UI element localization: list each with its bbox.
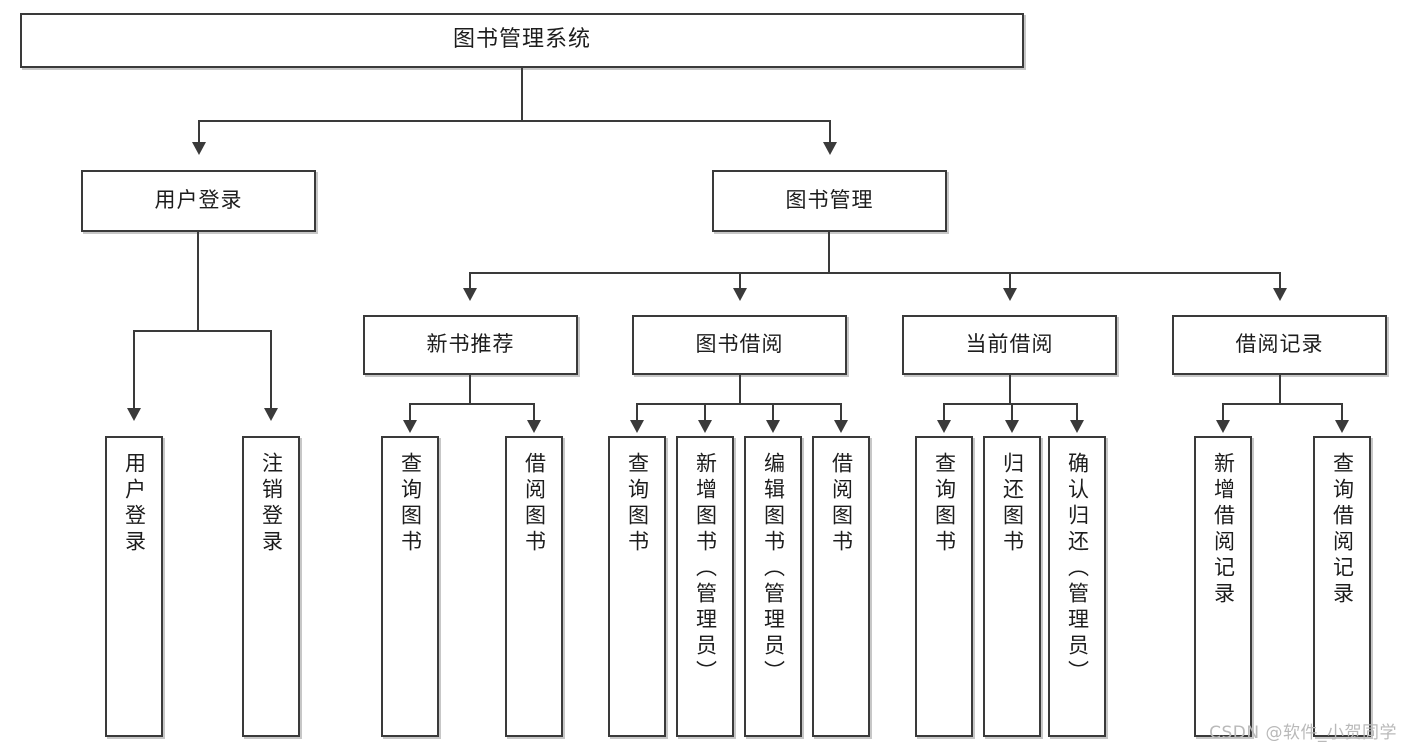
leaf-edit-book-label: 编辑图书（管理员） bbox=[761, 452, 786, 686]
connector-root-to-user-login bbox=[198, 120, 200, 145]
connector-book-manage-bus bbox=[469, 272, 1280, 274]
connector-cb-stem bbox=[1009, 375, 1011, 404]
leaf-user-login[interactable]: 用户登录 bbox=[105, 436, 163, 737]
connector-bb-c1 bbox=[636, 403, 638, 422]
connector-to-current-borrow bbox=[1009, 272, 1011, 289]
connector-cb-c1 bbox=[943, 403, 945, 422]
connector-nbr-left bbox=[409, 403, 411, 422]
leaf-edit-book[interactable]: 编辑图书（管理员） bbox=[744, 436, 802, 737]
arrow-user-login-to-leaf-1 bbox=[127, 408, 141, 421]
leaf-add-borrow-record-label: 新增借阅记录 bbox=[1211, 452, 1236, 608]
connector-book-manage-stem bbox=[828, 232, 830, 273]
connector-user-login-left bbox=[133, 330, 135, 410]
arrow-cb-leaf-3 bbox=[1070, 420, 1084, 433]
node-book-manage[interactable]: 图书管理 bbox=[712, 170, 947, 232]
leaf-query-book-2[interactable]: 查询图书 bbox=[608, 436, 666, 737]
leaf-confirm-return[interactable]: 确认归还（管理员） bbox=[1048, 436, 1106, 737]
connector-bb-stem bbox=[739, 375, 741, 404]
leaf-borrow-book-1-label: 借阅图书 bbox=[522, 452, 547, 556]
leaf-query-book-3[interactable]: 查询图书 bbox=[915, 436, 973, 737]
arrow-user-login-to-leaf-2 bbox=[264, 408, 278, 421]
leaf-borrow-book-2[interactable]: 借阅图书 bbox=[812, 436, 870, 737]
arrow-cb-leaf-2 bbox=[1005, 420, 1019, 433]
leaf-query-borrow-record[interactable]: 查询借阅记录 bbox=[1313, 436, 1371, 737]
arrow-cb-leaf-1 bbox=[937, 420, 951, 433]
arrow-br-leaf-2 bbox=[1335, 420, 1349, 433]
connector-user-login-bus bbox=[133, 330, 272, 332]
connector-root-stem bbox=[521, 68, 523, 121]
connector-bb-c4 bbox=[840, 403, 842, 422]
arrow-to-book-borrow bbox=[733, 288, 747, 301]
node-new-book-recommend[interactable]: 新书推荐 bbox=[363, 315, 578, 375]
arrow-bb-leaf-3 bbox=[766, 420, 780, 433]
connector-cb-bus bbox=[943, 403, 1077, 405]
connector-cb-c2 bbox=[1011, 403, 1013, 422]
leaf-query-book-1-label: 查询图书 bbox=[398, 452, 423, 556]
connector-root-bus bbox=[198, 120, 831, 122]
leaf-user-login-label: 用户登录 bbox=[122, 452, 147, 556]
leaf-query-book-2-label: 查询图书 bbox=[625, 452, 650, 556]
arrow-root-to-user-login bbox=[192, 142, 206, 155]
node-user-login[interactable]: 用户登录 bbox=[81, 170, 316, 232]
arrow-nbr-leaf-1 bbox=[403, 420, 417, 433]
connector-br-bus bbox=[1222, 403, 1342, 405]
leaf-query-book-1[interactable]: 查询图书 bbox=[381, 436, 439, 737]
connector-root-to-book-manage bbox=[829, 120, 831, 145]
connector-cb-c3 bbox=[1076, 403, 1078, 422]
leaf-logout-login[interactable]: 注销登录 bbox=[242, 436, 300, 737]
connector-bb-c2 bbox=[704, 403, 706, 422]
arrow-bb-leaf-1 bbox=[630, 420, 644, 433]
node-current-borrow[interactable]: 当前借阅 bbox=[902, 315, 1117, 375]
connector-to-new-book-recommend bbox=[469, 272, 471, 289]
leaf-borrow-book-2-label: 借阅图书 bbox=[829, 452, 854, 556]
connector-bb-c3 bbox=[772, 403, 774, 422]
node-borrow-record[interactable]: 借阅记录 bbox=[1172, 315, 1387, 375]
node-book-borrow-label: 图书借阅 bbox=[695, 332, 784, 357]
leaf-add-borrow-record[interactable]: 新增借阅记录 bbox=[1194, 436, 1252, 737]
leaf-query-book-3-label: 查询图书 bbox=[932, 452, 957, 556]
arrow-nbr-leaf-2 bbox=[527, 420, 541, 433]
node-root[interactable]: 图书管理系统 bbox=[20, 13, 1024, 68]
arrow-bb-leaf-2 bbox=[698, 420, 712, 433]
leaf-borrow-book-1[interactable]: 借阅图书 bbox=[505, 436, 563, 737]
node-book-manage-label: 图书管理 bbox=[785, 188, 874, 213]
node-root-label: 图书管理系统 bbox=[452, 27, 591, 53]
connector-br-right bbox=[1341, 403, 1343, 422]
connector-to-book-borrow bbox=[739, 272, 741, 289]
connector-user-login-right bbox=[270, 330, 272, 410]
leaf-return-book[interactable]: 归还图书 bbox=[983, 436, 1041, 737]
node-borrow-record-label: 借阅记录 bbox=[1235, 332, 1324, 357]
leaf-add-book[interactable]: 新增图书（管理员） bbox=[676, 436, 734, 737]
node-current-borrow-label: 当前借阅 bbox=[965, 332, 1054, 357]
node-user-login-label: 用户登录 bbox=[154, 188, 243, 213]
leaf-logout-login-label: 注销登录 bbox=[259, 452, 284, 556]
node-book-borrow[interactable]: 图书借阅 bbox=[632, 315, 847, 375]
arrow-to-new-book-recommend bbox=[463, 288, 477, 301]
leaf-query-borrow-record-label: 查询借阅记录 bbox=[1330, 452, 1355, 608]
connector-br-stem bbox=[1279, 375, 1281, 404]
leaf-add-book-label: 新增图书（管理员） bbox=[693, 452, 718, 686]
leaf-return-book-label: 归还图书 bbox=[1000, 452, 1025, 556]
connector-bb-bus bbox=[636, 403, 842, 405]
arrow-br-leaf-1 bbox=[1216, 420, 1230, 433]
connector-nbr-stem bbox=[469, 375, 471, 404]
connector-nbr-bus bbox=[409, 403, 534, 405]
connector-br-left bbox=[1222, 403, 1224, 422]
watermark-text: CSDN @软件_小贺同学 bbox=[1209, 723, 1397, 743]
connector-user-login-stem bbox=[197, 232, 199, 332]
connector-to-borrow-record bbox=[1279, 272, 1281, 289]
connector-nbr-right bbox=[533, 403, 535, 422]
node-new-book-recommend-label: 新书推荐 bbox=[426, 332, 515, 357]
arrow-root-to-book-manage bbox=[823, 142, 837, 155]
leaf-confirm-return-label: 确认归还（管理员） bbox=[1065, 452, 1090, 686]
arrow-to-current-borrow bbox=[1003, 288, 1017, 301]
arrow-to-borrow-record bbox=[1273, 288, 1287, 301]
arrow-bb-leaf-4 bbox=[834, 420, 848, 433]
